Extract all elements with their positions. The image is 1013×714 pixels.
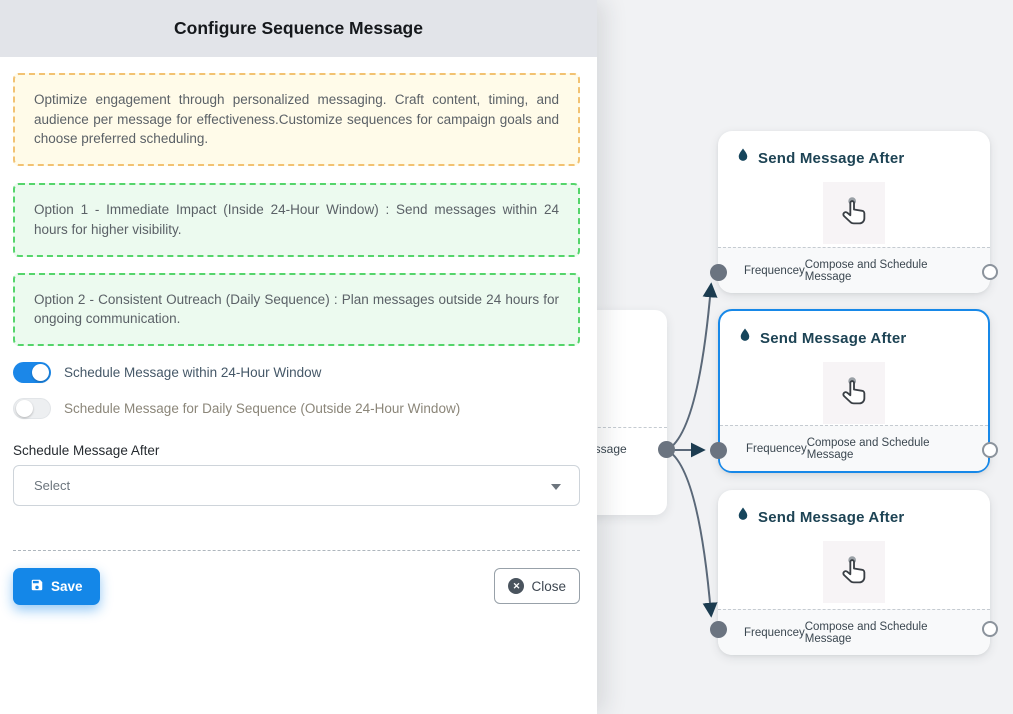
input-handle-node-2[interactable] (710, 442, 727, 459)
node-title: Send Message After (758, 150, 905, 167)
output-handle-node-3[interactable] (982, 621, 998, 637)
option-2-notice: Option 2 - Consistent Outreach (Daily Se… (13, 272, 580, 346)
option-1-notice: Option 1 - Immediate Impact (Inside 24-H… (13, 183, 580, 257)
node-action-frequency[interactable]: Frequencey (746, 442, 807, 455)
flow-node-send-message-2[interactable]: Send Message After Frequencey Compose an… (718, 309, 990, 473)
droplet-icon (736, 506, 750, 529)
source-handle[interactable] (658, 441, 675, 458)
panel-title: Configure Sequence Message (0, 0, 597, 57)
save-button[interactable]: Save (13, 567, 100, 605)
save-icon (30, 578, 44, 595)
output-handle-node-1[interactable] (982, 264, 998, 280)
schedule-after-select[interactable]: Select (13, 464, 580, 506)
node-action-frequency[interactable]: Frequencey (744, 626, 805, 639)
intro-notice: Optimize engagement through personalized… (13, 73, 580, 167)
caret-down-icon (551, 483, 561, 490)
flow-node-send-message-3[interactable]: Send Message After Frequencey Compose an… (718, 490, 990, 655)
edge-to-node-1 (666, 282, 718, 451)
node-footer-divider (552, 427, 667, 428)
input-handle-node-3[interactable] (710, 621, 727, 638)
toggle-24-hour-window-label: Schedule Message within 24-Hour Window (64, 364, 322, 380)
toggle-daily-sequence[interactable] (13, 397, 51, 419)
configure-sequence-panel: Configure Sequence Message Optimize enga… (0, 0, 597, 714)
save-button-label: Save (51, 578, 83, 594)
tap-hand-icon (823, 182, 885, 244)
footer-divider (13, 549, 580, 551)
flow-node-send-message-1[interactable]: Send Message After Frequencey Compose an… (718, 131, 990, 293)
toggle-knob (16, 399, 33, 417)
node-title: Send Message After (758, 509, 905, 526)
tap-hand-icon (823, 362, 885, 424)
tap-hand-icon (823, 541, 885, 603)
droplet-icon (736, 147, 750, 170)
node-title: Send Message After (760, 330, 907, 347)
node-action-compose[interactable]: Compose and Schedule Message (804, 258, 928, 283)
toggle-daily-sequence-label: Schedule Message for Daily Sequence (Out… (64, 400, 461, 416)
droplet-icon (738, 327, 752, 350)
close-button-label: Close (531, 578, 566, 594)
schedule-after-label: Schedule Message After (13, 442, 160, 458)
toggle-knob (32, 363, 49, 381)
close-button[interactable]: ✕ Close (494, 568, 580, 605)
input-handle-node-1[interactable] (710, 264, 727, 281)
edge-to-node-3 (666, 449, 718, 618)
toggle-24-hour-window[interactable] (13, 361, 51, 383)
node-action-compose[interactable]: Compose and Schedule Message (804, 620, 928, 645)
select-value: Select (34, 477, 71, 493)
close-icon: ✕ (508, 578, 525, 595)
node-action-compose[interactable]: Compose and Schedule Message (806, 436, 930, 461)
node-action-frequency[interactable]: Frequencey (744, 264, 805, 277)
output-handle-node-2[interactable] (982, 442, 998, 458)
